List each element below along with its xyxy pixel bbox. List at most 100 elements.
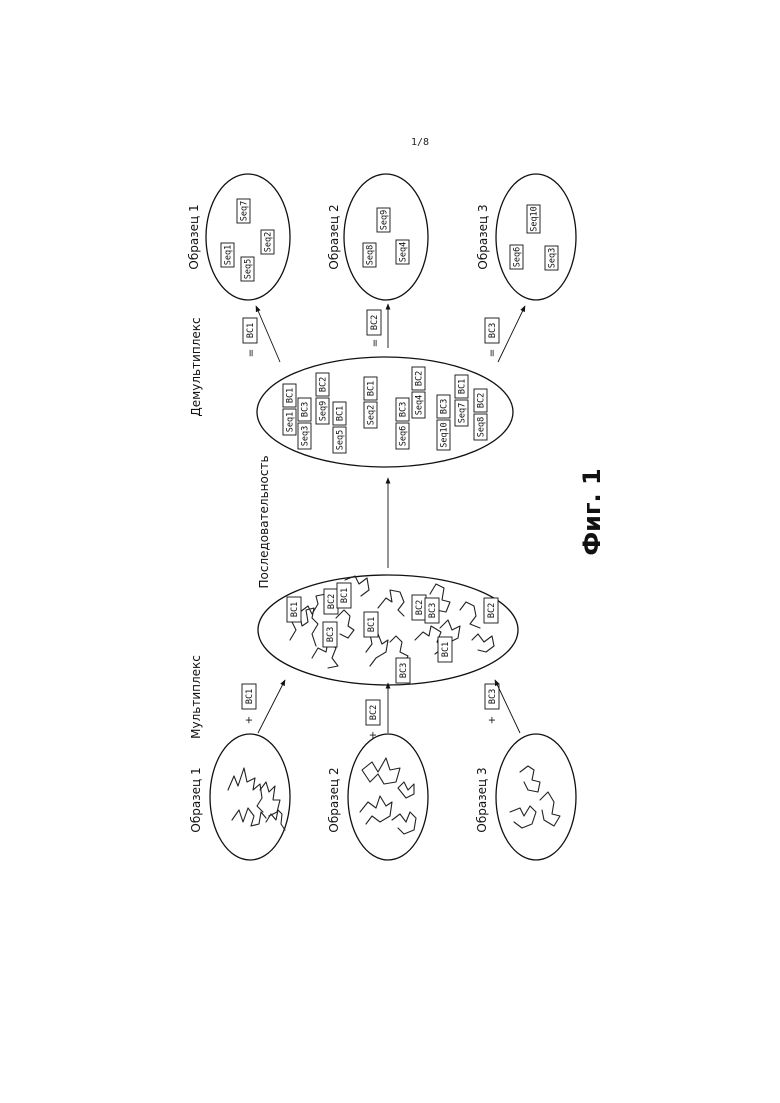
svg-text:BC1: BC1 <box>340 588 350 603</box>
output-barcode-3: BC3 = <box>485 318 499 357</box>
input-sample-3-label: Образец 3 <box>475 767 489 832</box>
equals-sign: = <box>487 349 498 357</box>
dna-fragment <box>392 812 416 834</box>
svg-text:BC2: BC2 <box>415 600 425 615</box>
input-sample-2: Образец 2 <box>327 734 428 860</box>
svg-text:BC2: BC2 <box>327 594 337 609</box>
output-sample-3-ellipse <box>496 174 576 300</box>
svg-text:Seq9: Seq9 <box>380 210 390 230</box>
pool-barcode: BC1 <box>287 597 301 622</box>
plus-sign: + <box>244 716 255 724</box>
output-barcode-2: BC2 = <box>367 310 381 347</box>
output-sample-2: Образец 2 Seq8 Seq9 Seq4 <box>327 174 428 300</box>
dna-fragment <box>398 782 414 798</box>
input-barcode-1: + BC1 <box>242 684 256 724</box>
dna-fragment <box>540 792 560 826</box>
dna-fragment <box>360 796 392 824</box>
svg-text:Seq3: Seq3 <box>548 248 558 268</box>
output-seq: Seq2 <box>261 230 274 254</box>
svg-text:BC1: BC1 <box>336 406 346 421</box>
svg-text:Seq9: Seq9 <box>319 401 329 421</box>
dna-fragment <box>228 768 263 812</box>
svg-text:BC1: BC1 <box>367 617 377 632</box>
input-sample-1: Образец 1 <box>189 734 290 860</box>
svg-text:Seq1: Seq1 <box>224 245 234 265</box>
svg-text:Seq2: Seq2 <box>367 405 377 425</box>
svg-text:BC1: BC1 <box>458 379 468 394</box>
svg-text:BC2: BC2 <box>487 603 497 618</box>
output-seq: Seq10 <box>527 205 540 233</box>
input-barcode-2: + BC2 <box>366 700 380 739</box>
figure-label: Фиг. 1 <box>578 468 606 555</box>
barcode-label: BC1 <box>245 689 255 704</box>
svg-text:BC2: BC2 <box>477 393 487 408</box>
read-pair: Seq6 BC3 <box>396 398 409 449</box>
svg-text:Seq6: Seq6 <box>399 426 409 446</box>
svg-text:BC1: BC1 <box>367 381 377 396</box>
plus-sign: + <box>368 731 379 739</box>
barcode-label: BC2 <box>370 315 380 330</box>
svg-text:Seq10: Seq10 <box>440 422 450 448</box>
read-pair: Seq7 BC1 <box>455 375 468 426</box>
svg-text:BC3: BC3 <box>301 402 311 417</box>
svg-text:BC1: BC1 <box>441 642 451 657</box>
dna-fragment <box>336 610 354 638</box>
pool-barcode: BC1 <box>364 612 378 637</box>
input-sample-2-ellipse <box>348 734 428 860</box>
dna-fragment <box>366 634 388 666</box>
plus-sign: + <box>487 716 498 724</box>
pool-barcode: BC1 <box>438 637 452 662</box>
svg-text:Seq4: Seq4 <box>415 395 425 415</box>
pool-barcode: BC3 <box>425 598 439 623</box>
pool-barcode: BC2 <box>484 598 498 623</box>
pool-barcode: BC3 <box>323 622 337 647</box>
pool-barcode: BC2 <box>412 595 426 620</box>
output-seq: Seq4 <box>396 240 409 264</box>
dna-fragment <box>472 634 494 652</box>
svg-text:Seq2: Seq2 <box>264 232 274 252</box>
svg-text:BC3: BC3 <box>440 399 450 414</box>
read-pair: Seq8 BC2 <box>474 389 487 440</box>
output-sample-2-label: Образец 2 <box>327 204 341 269</box>
svg-text:BC3: BC3 <box>428 603 438 618</box>
svg-text:Seq7: Seq7 <box>240 201 250 221</box>
output-sample-3-label: Образец 3 <box>476 204 490 269</box>
dna-fragment <box>460 602 480 628</box>
svg-text:Seq10: Seq10 <box>530 206 540 232</box>
svg-text:Seq8: Seq8 <box>366 245 376 265</box>
svg-text:Seq8: Seq8 <box>477 417 487 437</box>
output-sample-2-ellipse <box>344 174 428 300</box>
input-sample-1-label: Образец 1 <box>189 767 203 832</box>
output-sample-3: Образец 3 Seq6 Seq10 Seq3 <box>476 174 576 300</box>
read-pair: Seq5BC1 <box>333 402 346 453</box>
svg-text:Seq4: Seq4 <box>399 242 409 262</box>
svg-text:BC3: BC3 <box>399 402 409 417</box>
input-sample-3: Образец 3 <box>475 734 576 860</box>
sequencing-step-label: Последовательность <box>257 455 271 588</box>
dna-fragment <box>232 808 266 826</box>
read-pair: Seq10 BC3 <box>437 395 450 450</box>
multiplex-step-label: Мультиплекс <box>189 655 203 739</box>
svg-text:BC3: BC3 <box>326 627 336 642</box>
barcode-label: BC3 <box>488 323 498 338</box>
output-seq: Seq7 <box>237 199 250 223</box>
equals-sign: = <box>246 349 257 357</box>
dna-fragment <box>510 806 536 828</box>
svg-text:BC1: BC1 <box>286 388 296 403</box>
read-pair: Seq4 BC2 <box>412 367 425 418</box>
svg-text:Seq7: Seq7 <box>458 403 468 423</box>
pooled-library: BC1 BC2 BC1 BC3 BC1 BC3 BC2 BC3 BC1 BC2 <box>258 575 518 685</box>
barcode-label: BC1 <box>246 323 256 338</box>
pool-barcode: BC1 <box>337 583 351 608</box>
output-sample-1: Образец 1 Seq1 Seq7 Seq5 Seq2 <box>187 174 290 300</box>
input-sample-2-label: Образец 2 <box>327 767 341 832</box>
barcode-label: BC2 <box>369 705 379 720</box>
output-seq: Seq8 <box>363 243 376 267</box>
pooled-library-ellipse <box>258 575 518 685</box>
svg-text:Seq6: Seq6 <box>513 247 523 267</box>
input-sample-3-ellipse <box>496 734 576 860</box>
svg-text:BC1: BC1 <box>290 602 300 617</box>
svg-text:BC2: BC2 <box>415 371 425 386</box>
demultiplex-step-label: Демультиплекс <box>189 317 203 416</box>
